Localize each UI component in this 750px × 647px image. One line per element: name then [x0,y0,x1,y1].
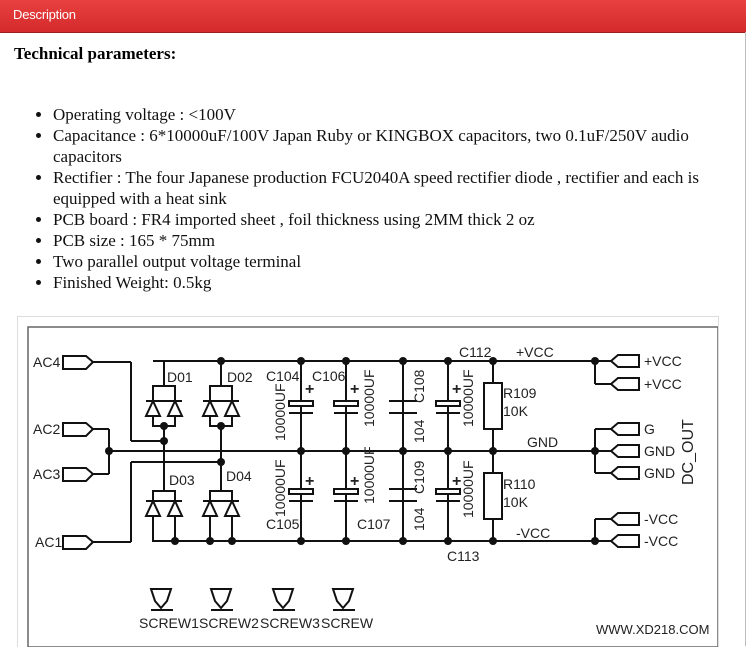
polarity-plus-icon: + [305,473,314,490]
diode-d03-label: D03 [169,472,195,488]
cap-c109-label: C109 [411,460,427,494]
cap-c108-value: 104 [411,419,427,443]
polarity-plus-icon: + [350,381,359,398]
cap-c113-value: 10000UF [460,460,476,518]
cap-c107-value: 10000UF [361,446,377,504]
parameter-item: Rectifier : The four Japanese production… [53,167,733,209]
screw-label: SCREW2 [199,615,259,631]
input-ac3-label: AC3 [33,466,60,482]
resistor-r110-value: 10K [503,494,529,510]
input-ac1-label: AC1 [35,534,62,550]
screw-label: SCREW [321,615,374,631]
cap-c108-label: C108 [411,369,427,403]
output-label: GND [644,465,675,481]
parameter-item: Operating voltage : <100V [53,104,733,125]
diode-d01-label: D01 [167,369,193,385]
resistor-r109-value: 10K [503,403,529,419]
net-vcc-pos-label: +VCC [516,344,554,360]
resistor-r109-label: R109 [503,385,537,401]
section-title: Technical parameters: [14,44,177,63]
cap-c104-value: 10000UF [272,383,288,441]
cap-c105-label: C105 [266,516,300,532]
output-label: +VCC [644,353,682,369]
screw-label: SCREW3 [260,615,320,631]
cap-c106-value: 10000UF [361,369,377,427]
parameter-item: Two parallel output voltage terminal [53,251,733,272]
parameter-item: Finished Weight: 0.5kg [53,272,733,293]
dc-out-label: DC_OUT [680,419,697,485]
cap-c106-label: C106 [312,368,346,384]
diode-d04-label: D04 [226,468,252,484]
output-label: +VCC [644,376,682,392]
input-ac4-label: AC4 [33,354,60,370]
parameter-item: Capacitance : 6*10000uF/100V Japan Ruby … [53,125,733,167]
polarity-plus-icon: + [305,381,314,398]
output-label: G [644,421,655,437]
polarity-plus-icon: + [350,473,359,490]
watermark: WWW.XD218.COM [596,622,709,637]
description-tab-header[interactable]: Description [0,0,746,33]
schematic-diagram: AC4 AC2 AC3 AC1 D01 D02 D03 D04 C104 C10… [27,326,718,647]
polarity-plus-icon: + [452,473,461,490]
cap-c109-value: 104 [411,507,427,531]
cap-c112-value: 10000UF [460,369,476,427]
screw-label: SCREW1 [139,615,199,631]
cap-c113-label: C113 [447,548,480,564]
schematic-image: AC4 AC2 AC3 AC1 D01 D02 D03 D04 C104 C10… [17,316,719,647]
description-tab-label: Description [13,7,76,22]
cap-c104-label: C104 [266,368,300,384]
diode-d02-label: D02 [227,369,253,385]
input-ac2-label: AC2 [33,421,60,437]
polarity-plus-icon: + [452,381,461,398]
parameter-item: PCB size : 165 * 75mm [53,230,733,251]
cap-c105-value: 10000UF [272,459,288,517]
resistor-r110-label: R110 [503,476,536,492]
output-label: -VCC [644,533,678,549]
parameter-list: Operating voltage : <100V Capacitance : … [33,104,733,293]
output-label: -VCC [644,511,678,527]
output-label: GND [644,443,675,459]
parameter-item: PCB board : FR4 imported sheet , foil th… [53,209,733,230]
cap-c112-label: C112 [459,344,492,360]
net-gnd-label: GND [527,434,558,450]
net-vcc-neg-label: -VCC [516,525,550,541]
cap-c107-label: C107 [357,516,391,532]
scrollbar-edge [745,32,746,646]
